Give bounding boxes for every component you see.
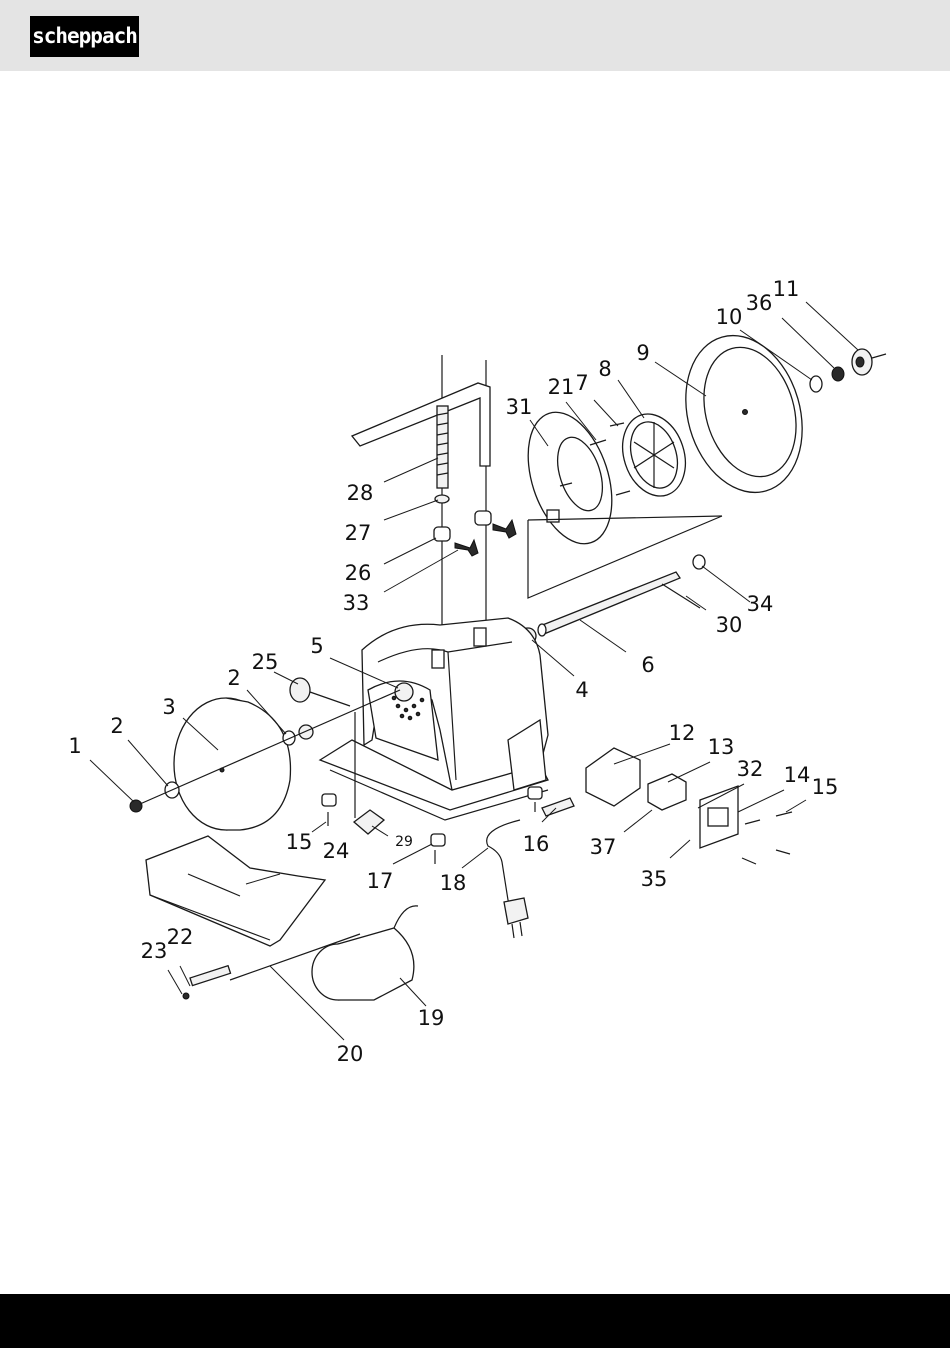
label-2a: 2 bbox=[110, 714, 123, 738]
shaft-end bbox=[538, 624, 546, 636]
label-6: 6 bbox=[641, 653, 654, 677]
label-8: 8 bbox=[598, 357, 611, 381]
label-22: 22 bbox=[167, 925, 194, 949]
threaded-rod bbox=[437, 406, 448, 488]
label-2b: 2 bbox=[227, 666, 240, 690]
footer-bar bbox=[0, 1294, 950, 1348]
label-30: 30 bbox=[716, 613, 743, 637]
axis-line-top bbox=[872, 354, 886, 358]
label-24: 24 bbox=[323, 839, 350, 863]
label-28: 28 bbox=[347, 481, 374, 505]
label-15b: 15 bbox=[812, 775, 839, 799]
label-34: 34 bbox=[747, 592, 774, 616]
nut-1 bbox=[130, 800, 142, 812]
sleeve-left bbox=[434, 527, 450, 541]
label-11: 11 bbox=[773, 277, 800, 301]
label-29: 29 bbox=[395, 834, 413, 850]
motor-bracket bbox=[394, 906, 418, 928]
label-5: 5 bbox=[310, 634, 323, 658]
label-32: 32 bbox=[737, 757, 764, 781]
tool-rest-bar bbox=[352, 383, 490, 466]
key-30 bbox=[662, 584, 700, 608]
label-12: 12 bbox=[669, 721, 696, 745]
switch-13 bbox=[648, 774, 686, 810]
label-4: 4 bbox=[575, 678, 588, 702]
housing-post-left bbox=[432, 650, 444, 668]
spring-22 bbox=[190, 966, 231, 986]
label-9: 9 bbox=[636, 341, 649, 365]
clip-23 bbox=[183, 993, 189, 999]
grinding-wheel-left-side bbox=[226, 698, 290, 830]
screw-lower bbox=[616, 491, 630, 495]
nut-right bbox=[299, 725, 313, 739]
label-25: 25 bbox=[252, 650, 279, 674]
sleeve-right bbox=[475, 511, 491, 525]
label-10: 10 bbox=[716, 305, 743, 329]
label-3: 3 bbox=[162, 695, 175, 719]
washer-10 bbox=[810, 376, 822, 392]
label-1: 1 bbox=[68, 734, 81, 758]
guard-disk-tab bbox=[547, 510, 559, 522]
wheel-center-hole bbox=[743, 410, 748, 415]
foot-left bbox=[322, 794, 336, 806]
cover-plate-window bbox=[708, 808, 728, 826]
label-7: 7 bbox=[575, 371, 588, 395]
label-21: 21 bbox=[548, 375, 575, 399]
knob-11-center bbox=[856, 357, 864, 367]
label-31: 31 bbox=[506, 395, 533, 419]
label-27: 27 bbox=[345, 521, 372, 545]
label-33: 33 bbox=[343, 591, 370, 615]
switch-box-12 bbox=[586, 748, 640, 806]
label-23: 23 bbox=[141, 939, 168, 963]
housing-post-right bbox=[474, 628, 486, 646]
power-plug bbox=[504, 898, 528, 924]
label-16: 16 bbox=[523, 832, 550, 856]
strain-relief-16 bbox=[542, 798, 574, 816]
nut-27 bbox=[435, 495, 449, 503]
fan-5 bbox=[395, 683, 413, 701]
main-shaft bbox=[540, 572, 680, 634]
label-17: 17 bbox=[367, 869, 394, 893]
plug-pin-right bbox=[520, 922, 522, 936]
knob-25-shaft bbox=[310, 692, 350, 706]
label-20: 20 bbox=[337, 1042, 364, 1066]
label-13: 13 bbox=[708, 735, 735, 759]
label-14: 14 bbox=[784, 763, 811, 787]
motor-body-19 bbox=[338, 928, 414, 1000]
label-26: 26 bbox=[345, 561, 372, 585]
label-37: 37 bbox=[590, 835, 617, 859]
label-19: 19 bbox=[418, 1006, 445, 1030]
foot-center bbox=[431, 834, 445, 846]
label-35: 35 bbox=[641, 867, 668, 891]
label-18: 18 bbox=[440, 871, 467, 895]
thumb-screw-right bbox=[493, 520, 516, 538]
foot-right bbox=[528, 787, 542, 799]
switch-screws bbox=[742, 812, 792, 864]
nut-36 bbox=[832, 367, 844, 381]
thumb-screw-left bbox=[455, 540, 478, 556]
plug-pin-left bbox=[512, 924, 514, 938]
label-36: 36 bbox=[746, 291, 773, 315]
label-15a: 15 bbox=[286, 830, 313, 854]
